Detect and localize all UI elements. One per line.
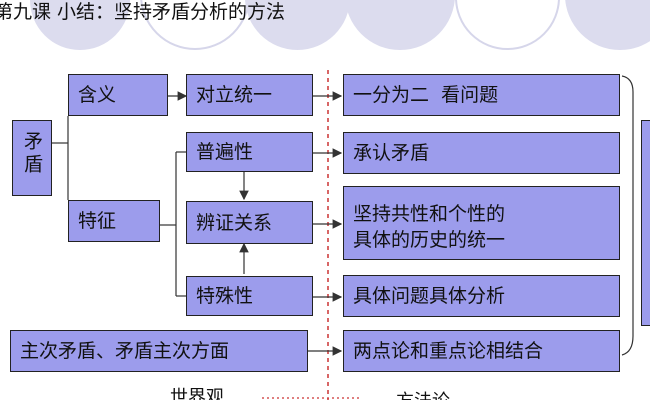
- box-zhuci: 主次矛盾、矛盾主次方面: [10, 330, 308, 372]
- box-jianchi: 坚持共性和个性的 具体的历史的统一: [343, 186, 620, 260]
- box-duili: 对立统一: [186, 74, 313, 116]
- right-bracket: [621, 75, 634, 356]
- box-maodun: 矛盾: [12, 120, 52, 196]
- box-liangdian: 两点论和重点论相结合: [343, 330, 620, 372]
- box-yifen: 一分为二 看问题: [343, 74, 620, 116]
- box-pubian: 普遍性: [186, 132, 313, 172]
- box-chengren: 承认矛盾: [343, 132, 620, 174]
- box-hanyi: 含义: [68, 74, 168, 116]
- box-bianzheng: 辨证关系: [186, 201, 313, 244]
- box-summary-edge: [641, 120, 650, 326]
- box-teshu: 特殊性: [186, 276, 313, 316]
- box-juti: 具体问题具体分析: [343, 275, 620, 317]
- label-shijieguan: 世界观: [170, 387, 224, 400]
- box-tezheng: 特征: [68, 200, 160, 242]
- label-fangfalun: 方法论: [396, 387, 450, 400]
- page-title: 第九课 小结：坚持矛盾分析的方法: [0, 1, 286, 23]
